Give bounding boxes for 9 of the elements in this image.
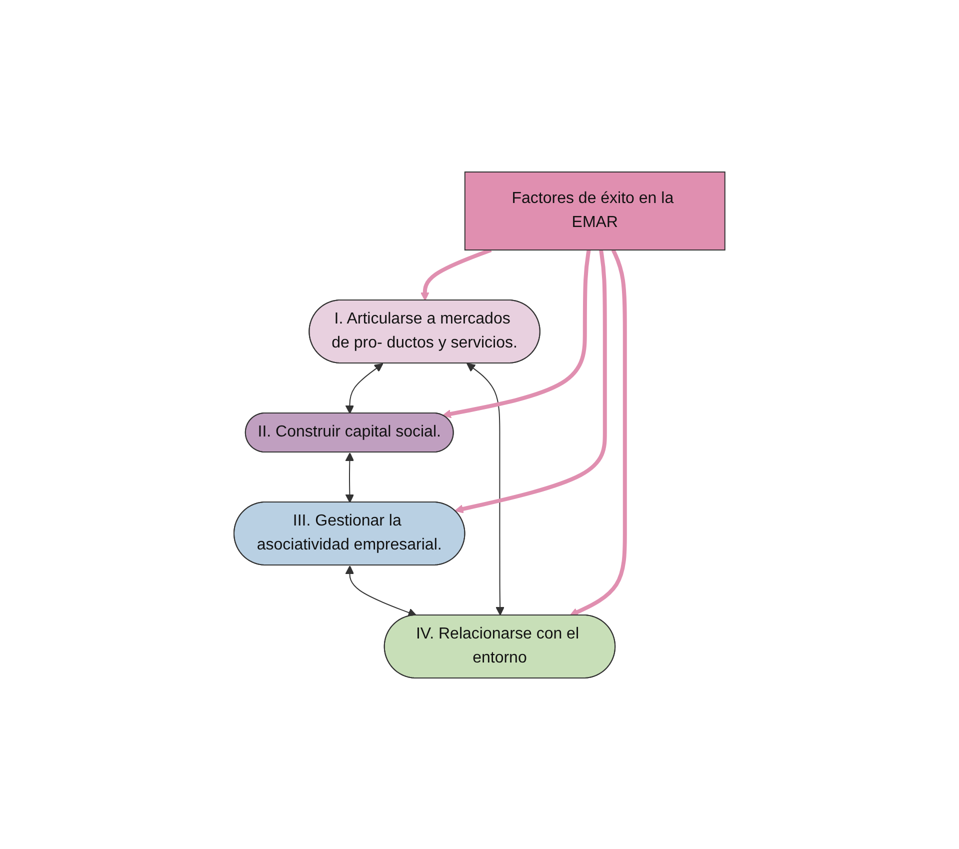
arrow (345, 452, 354, 502)
arrow (345, 362, 384, 414)
arrow (442, 249, 591, 418)
arrow (345, 565, 417, 616)
node-box: Factores de éxito en la EMAR (464, 171, 726, 250)
arrow (420, 248, 492, 300)
arrow (466, 362, 504, 615)
arrow (454, 249, 607, 513)
arrow (570, 248, 627, 616)
